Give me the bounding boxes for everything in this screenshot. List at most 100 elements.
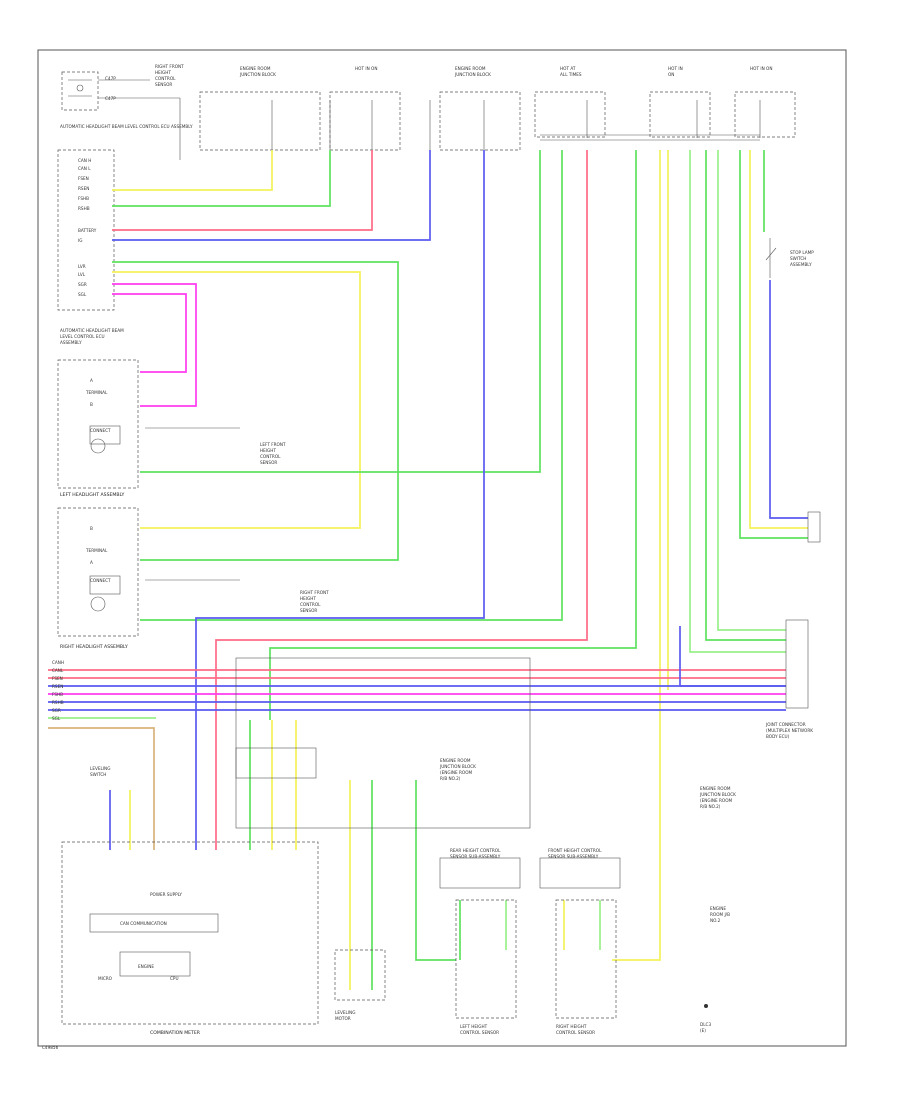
wire-blue-11 (195, 150, 485, 850)
wire-green-4 (112, 261, 399, 561)
svg-text:JUNCTION BLOCK: JUNCTION BLOCK (439, 764, 476, 769)
svg-text:ASSEMBLY: ASSEMBLY (790, 262, 812, 267)
svg-text:HOT IN: HOT IN (668, 66, 683, 71)
svg-text:POWER SUPPLY: POWER SUPPLY (150, 892, 182, 897)
svg-text:RSHB: RSHB (78, 206, 90, 211)
wire-green-9 (140, 150, 563, 621)
ecu-block-left: CAN H CAN L FSEN RSEN FSHB RSHB BATTERY … (57, 149, 115, 311)
diagram-frame (37, 49, 847, 1047)
svg-text:RIGHT FRONT: RIGHT FRONT (155, 64, 184, 69)
svg-text:NO.2: NO.2 (710, 918, 721, 923)
fuse-symbols (271, 100, 761, 150)
right-headlight-assy: TERMINAL B A CONNECT RIGHT HEADLIGHT ASS… (57, 507, 329, 650)
svg-text:SENSOR: SENSOR (155, 82, 172, 87)
svg-text:RSHB: RSHB (52, 700, 64, 705)
right-headlight-label: RIGHT HEADLIGHT ASSEMBLY (60, 644, 128, 650)
svg-text:HOT AT: HOT AT (560, 66, 576, 71)
svg-text:LEFT HEIGHT: LEFT HEIGHT (460, 1024, 488, 1029)
svg-text:ASSEMBLY: ASSEMBLY (60, 340, 82, 345)
svg-text:BATTERY: BATTERY (78, 228, 97, 233)
svg-text:(MULTIPLEX NETWORK: (MULTIPLEX NETWORK (766, 728, 813, 733)
svg-text:CONTROL: CONTROL (300, 602, 321, 607)
svg-text:CONTROL: CONTROL (260, 454, 281, 459)
svg-text:SWITCH: SWITCH (90, 772, 106, 777)
svg-text:LEVEL CONTROL ECU: LEVEL CONTROL ECU (60, 334, 105, 339)
svg-text:CONNECT: CONNECT (90, 428, 111, 433)
wire-tan-30 (48, 727, 155, 850)
wire-yellow-0 (112, 150, 273, 191)
left-headlight-label: LEFT HEADLIGHT ASSEMBLY (60, 492, 124, 498)
svg-text:STOP LAMP: STOP LAMP (790, 250, 814, 255)
svg-text:ENGINE ROOM: ENGINE ROOM (240, 66, 271, 71)
svg-text:RIGHT FRONT: RIGHT FRONT (300, 590, 329, 595)
svg-text:R/B NO.2): R/B NO.2) (700, 804, 721, 809)
svg-text:TERMINAL: TERMINAL (85, 548, 108, 553)
svg-text:CONNECT: CONNECT (90, 578, 111, 583)
combination-meter: CAN COMMUNICATION ENGINE POWER SUPPLY MI… (61, 766, 319, 1036)
svg-text:FSEN: FSEN (78, 176, 89, 181)
svg-text:FRONT HEIGHT CONTROL: FRONT HEIGHT CONTROL (548, 848, 602, 853)
svg-text:C47P: C47P (105, 76, 116, 81)
svg-text:LEVELING: LEVELING (335, 1010, 355, 1015)
svg-text:A: A (90, 560, 93, 565)
svg-text:ALL TIMES: ALL TIMES (560, 72, 582, 77)
stop-lamp-switch: STOP LAMP SWITCH ASSEMBLY (765, 238, 814, 278)
wire-magenta-6 (112, 283, 197, 407)
svg-text:ON: ON (668, 72, 674, 77)
svg-text:C47P: C47P (105, 96, 116, 101)
svg-text:CAN H: CAN H (78, 158, 91, 163)
wire-lightgreen-17 (717, 150, 786, 631)
svg-text:A: A (90, 378, 93, 383)
wires (48, 150, 808, 990)
svg-text:SGR: SGR (52, 708, 61, 713)
svg-text:CONTROL SENSOR: CONTROL SENSOR (460, 1030, 499, 1035)
wire-green-8 (140, 150, 541, 473)
bottom-sensors: REAR HEIGHT CONTROL SENSOR SUB-ASSEMBLY … (334, 786, 736, 1035)
svg-text:RIGHT HEIGHT: RIGHT HEIGHT (556, 1024, 587, 1029)
svg-text:HEIGHT: HEIGHT (155, 70, 171, 75)
joint-connector-right: JOINT CONNECTOR (MULTIPLEX NETWORK BODY … (765, 511, 821, 739)
svg-text:LVR: LVR (78, 264, 86, 269)
svg-text:CAN L: CAN L (78, 166, 91, 171)
svg-text:ENGINE ROOM: ENGINE ROOM (700, 786, 731, 791)
wire-green-18 (739, 150, 808, 539)
svg-text:JOINT CONNECTOR: JOINT CONNECTOR (765, 722, 806, 727)
svg-text:DLC3: DLC3 (700, 1022, 711, 1027)
wire-blue-20 (769, 280, 808, 519)
svg-text:CPU: CPU (170, 976, 179, 981)
svg-text:SWITCH: SWITCH (790, 256, 806, 261)
wire-red-10 (215, 150, 588, 850)
svg-text:HOT IN ON: HOT IN ON (750, 66, 772, 71)
svg-text:(ENGINE ROOM: (ENGINE ROOM (700, 798, 733, 803)
svg-text:B: B (90, 526, 93, 531)
ecu-label-1: AUTOMATIC HEADLIGHT BEAM LEVEL CONTROL E… (60, 124, 193, 129)
svg-text:CONTROL SENSOR: CONTROL SENSOR (556, 1030, 595, 1035)
svg-text:RSEN: RSEN (78, 186, 89, 191)
svg-text:JUNCTION BLOCK: JUNCTION BLOCK (239, 72, 276, 77)
svg-text:ENGINE ROOM: ENGINE ROOM (455, 66, 486, 71)
left-headlight-assy: AUTOMATIC HEADLIGHT BEAM LEVEL CONTROL E… (57, 328, 286, 498)
top-left-switch-group: C47P C47P RIGHT FRONT HEIGHT CONTROL SEN… (60, 64, 193, 160)
svg-text:CANH: CANH (52, 660, 64, 665)
wire-yellow-19 (749, 150, 808, 529)
svg-text:FSHB: FSHB (52, 692, 63, 697)
svg-text:SENSOR: SENSOR (300, 608, 317, 613)
wire-lightgreen-15 (689, 150, 786, 653)
svg-text:HOT IN ON: HOT IN ON (355, 66, 377, 71)
svg-text:TERMINAL: TERMINAL (85, 390, 108, 395)
wire-green-16 (705, 150, 786, 641)
svg-text:LVL: LVL (78, 272, 86, 277)
svg-text:MICRO: MICRO (98, 976, 113, 981)
svg-text:HEIGHT: HEIGHT (260, 448, 276, 453)
svg-text:LEVELING: LEVELING (90, 766, 110, 771)
wire-yellow-5 (112, 271, 361, 529)
svg-text:RSEN: RSEN (52, 684, 63, 689)
svg-text:SENSOR SUB-ASSEMBLY: SENSOR SUB-ASSEMBLY (548, 854, 599, 859)
svg-text:SENSOR: SENSOR (260, 460, 277, 465)
wire-blue-3 (112, 150, 431, 241)
combination-meter-label: COMBINATION METER (150, 1030, 201, 1036)
svg-text:JUNCTION BLOCK: JUNCTION BLOCK (699, 792, 736, 797)
svg-text:LEFT FRONT: LEFT FRONT (260, 442, 286, 447)
